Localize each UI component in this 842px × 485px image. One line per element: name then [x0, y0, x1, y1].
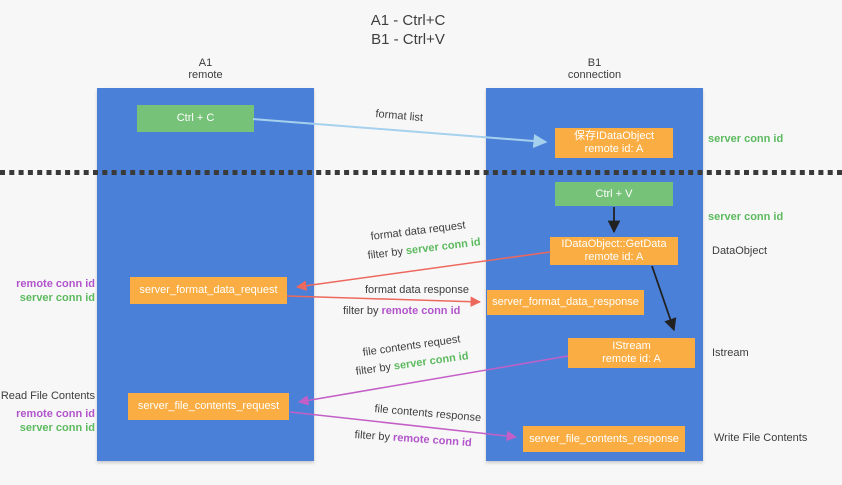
filter-by-remote-conn-id-label-2: filter by remote conn id — [354, 429, 472, 449]
left-conn-id-stack-2: remote conn id server conn id — [0, 408, 95, 435]
filter-by-text: filter by — [343, 305, 382, 317]
node-server-format-data-request: server_format_data_request — [130, 277, 287, 304]
format-data-response-arrow — [286, 295, 482, 307]
node-save-dataobject: 保存IDataObject remote id: A — [555, 128, 673, 158]
node-getdata-line1: IDataObject::GetData — [561, 238, 667, 250]
node-istream: IStream remote id: A — [568, 338, 695, 368]
title-line-2: B1 - Ctrl+V — [371, 31, 445, 48]
filter-by-text: filter by — [367, 245, 407, 262]
node-format-response-label: server_format_data_response — [492, 296, 639, 308]
node-file-response-label: server_file_contents_response — [529, 432, 679, 445]
server-conn-id-side-label-1: server conn id — [708, 133, 784, 145]
lane-header-a1: A1 remote — [97, 57, 314, 81]
filter-by-text: filter by — [355, 360, 395, 378]
node-getdata-line2: remote id: A — [584, 251, 644, 263]
lane-a1-name: A1 — [198, 57, 213, 69]
node-format-request-label: server_format_data_request — [139, 284, 278, 296]
remote-conn-id-side-label-2: remote conn id — [16, 408, 95, 420]
format-list-label: format list — [374, 108, 424, 125]
server-conn-id-side-label-3: server conn id — [19, 291, 95, 304]
file-contents-response-label: file contents response — [373, 403, 482, 425]
title-line-1: A1 - Ctrl+C — [370, 12, 446, 29]
lane-b1-name: B1 — [587, 57, 602, 69]
node-idataobject-getdata: IDataObject::GetData remote id: A — [550, 237, 678, 265]
dataobject-side-label: DataObject — [712, 245, 768, 257]
node-ctrl-c: Ctrl + C — [137, 105, 254, 132]
diagram-title: A1 - Ctrl+C B1 - Ctrl+V — [298, 11, 518, 49]
write-file-contents-label: Write File Contents — [714, 432, 808, 444]
format-data-response-label: format data response — [365, 284, 469, 296]
lane-b1-role: connection — [567, 69, 622, 81]
filter-by-text: filter by — [354, 429, 394, 444]
lane-header-b1: B1 connection — [486, 57, 703, 81]
server-conn-id-text: server conn id — [393, 350, 470, 373]
node-save-dataobject-line2: remote id: A — [584, 143, 644, 155]
remote-conn-id-text: remote conn id — [392, 431, 473, 450]
node-save-dataobject-line1: 保存IDataObject — [573, 130, 655, 142]
read-file-contents-wrap: Read File Contents — [0, 390, 95, 404]
filter-by-remote-conn-id-label-1: filter by remote conn id — [343, 305, 460, 317]
remote-conn-id-text: remote conn id — [381, 305, 461, 317]
node-server-file-contents-response: server_file_contents_response — [523, 426, 685, 452]
remote-conn-id-side-label-1: remote conn id — [16, 278, 95, 290]
node-ctrl-v-label: Ctrl + V — [595, 187, 633, 200]
node-ctrl-v: Ctrl + V — [555, 182, 673, 206]
node-istream-line2: remote id: A — [602, 353, 661, 365]
node-ctrl-c-label: Ctrl + C — [176, 112, 215, 124]
node-istream-line1: IStream — [612, 340, 651, 352]
left-conn-id-stack-1: remote conn id server conn id — [0, 278, 95, 305]
node-server-format-data-response: server_format_data_response — [487, 290, 644, 315]
node-server-file-contents-request: server_file_contents_request — [128, 393, 289, 420]
read-file-contents-label: Read File Contents — [0, 390, 95, 402]
server-conn-id-side-label-4: server conn id — [19, 421, 95, 434]
istream-side-label: Istream — [712, 347, 749, 359]
server-conn-id-side-label-2: server conn id — [708, 211, 784, 223]
lane-a1-role: remote — [188, 69, 223, 81]
node-file-request-label: server_file_contents_request — [137, 400, 280, 412]
server-conn-id-text: server conn id — [405, 236, 482, 258]
